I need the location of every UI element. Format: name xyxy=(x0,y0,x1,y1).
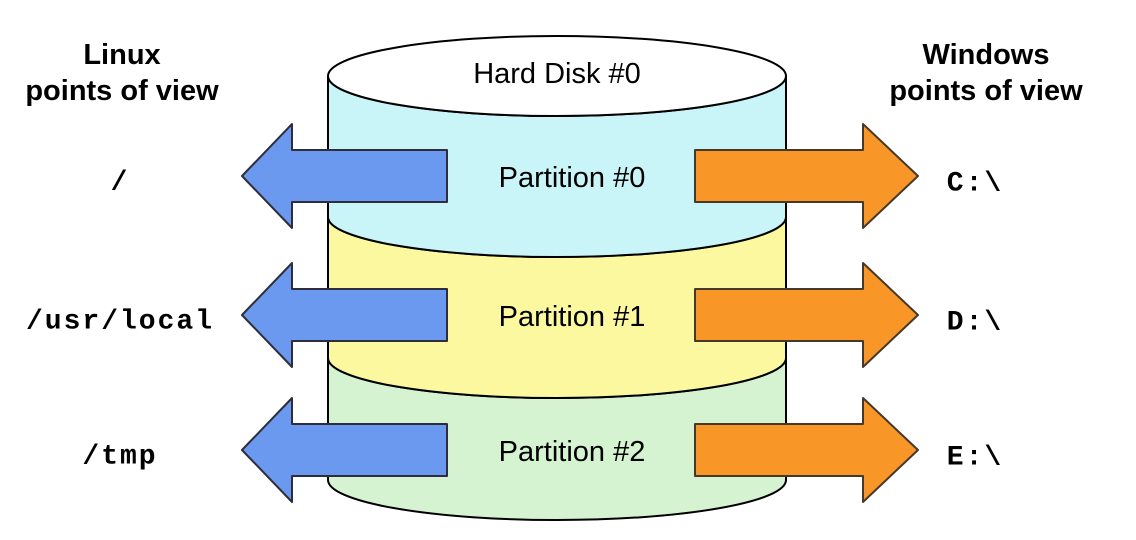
windows-drive-label-2: E:\ xyxy=(947,443,1003,474)
linux-arrow-1 xyxy=(241,262,448,368)
disk-top-ellipse xyxy=(327,35,787,117)
partition-label-1: Partition #1 xyxy=(499,301,646,333)
windows-header-line1: Windows xyxy=(922,39,1049,71)
linux-header-line2: points of view xyxy=(25,75,219,107)
windows-header-line2: points of view xyxy=(889,75,1083,107)
windows-header: Windows points of view xyxy=(889,39,1083,107)
hard-disk-label: Hard Disk #0 xyxy=(473,58,641,90)
windows-arrow-2 xyxy=(694,397,919,503)
windows-drive-label-0: C:\ xyxy=(947,169,1003,200)
linux-mount-label-1: /usr/local xyxy=(26,307,214,338)
windows-arrow-1 xyxy=(694,262,919,368)
linux-arrow-0 xyxy=(241,123,448,229)
partition-label-0: Partition #0 xyxy=(499,162,646,194)
linux-arrow-2 xyxy=(241,397,448,503)
partition-label-2: Partition #2 xyxy=(499,436,646,468)
windows-drive-label-1: D:\ xyxy=(947,308,1003,339)
windows-arrow-0 xyxy=(694,123,919,229)
linux-mount-label-0: / xyxy=(111,168,130,199)
linux-header-line1: Linux xyxy=(83,39,160,71)
linux-header: Linux points of view xyxy=(25,39,219,107)
linux-mount-label-2: /tmp xyxy=(82,442,157,473)
